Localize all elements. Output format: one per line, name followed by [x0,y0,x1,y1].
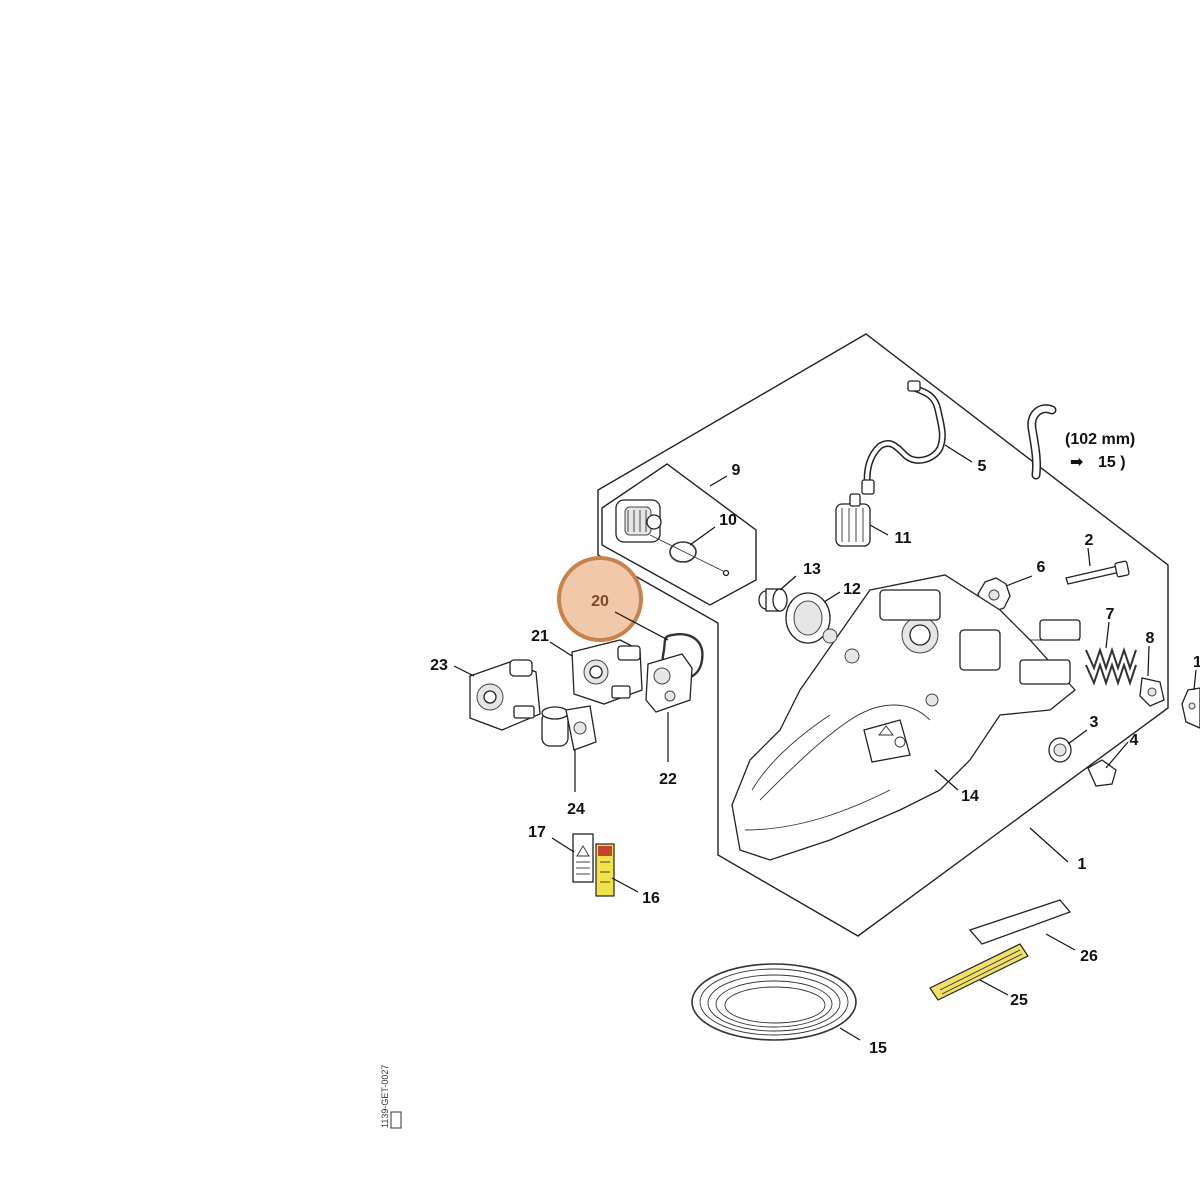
callout-4[interactable]: 4 [1130,732,1139,749]
yellow-label-part [595,843,615,897]
callout-3[interactable]: 3 [1090,714,1099,731]
callout-12[interactable]: 12 [843,581,861,598]
drawing-id: 1139-GET-0027 [380,1065,402,1129]
callout-26[interactable]: 26 [1080,948,1098,965]
callout-16[interactable]: 16 [642,890,660,907]
main-housing-part [731,574,1081,861]
callout-7[interactable]: 7 [1106,606,1115,623]
cap-part [1087,759,1117,787]
callout-14[interactable]: 14 [961,788,979,805]
callout-22[interactable]: 22 [659,771,677,788]
cover-part [785,592,831,644]
drawing-id-box [390,1111,402,1129]
spring-part [1085,646,1137,687]
callout-23[interactable]: 23 [430,657,448,674]
fuel-filter-part [835,493,871,547]
flange-part [645,653,693,713]
callout-20: 20 [591,593,609,610]
highlight-marker[interactable]: 20 [557,556,669,642]
callout-15[interactable]: 15 [869,1040,887,1057]
callout-10[interactable]: 10 [719,512,737,529]
hose-note: (102 mm) ➡ 15 ) [1065,431,1135,471]
fuel-pump-group-frame [601,463,757,606]
callout-25[interactable]: 25 [1010,992,1028,1009]
sleeve-part [758,588,788,612]
callout-5[interactable]: 5 [978,458,987,475]
housing-group-frame [597,333,1169,937]
hose-102mm-part [1027,404,1057,480]
callout-21[interactable]: 21 [531,628,549,645]
callout-11[interactable]: 11 [895,530,912,547]
stop-part [1139,677,1165,707]
drawing-id-text: 1139-GET-0027 [380,1065,390,1128]
coil-part [691,963,857,1041]
callout-numbers: 1 2 3 4 5 6 7 8 9 10 11 12 13 14 15 16 1… [430,458,1200,1057]
callout-9[interactable]: 9 [732,462,741,479]
warning-label-part [572,833,594,883]
hose-length-text: (102 mm) [1065,431,1135,448]
callout-8[interactable]: 8 [1146,630,1155,647]
oil-pump-part [615,499,662,543]
carburetor-alt-part [469,659,541,731]
callout-17[interactable]: 17 [528,824,546,841]
callout-24[interactable]: 24 [567,801,585,818]
callout-1[interactable]: 1 [1078,856,1087,873]
yellow-strip-part [929,943,1029,1001]
bracket-part [1181,687,1200,729]
leader-lines [453,444,1197,1041]
bolt-part [1065,560,1130,585]
hose-ref-text: 15 ) [1098,454,1126,471]
manifold-part [541,705,597,751]
callout-6[interactable]: 6 [1037,559,1046,576]
carburetor-part [571,639,643,705]
white-strip-part [968,899,1072,945]
fuel-hose-part [861,380,946,495]
grommet-part [1048,737,1072,763]
callout-18[interactable]: 18 [1193,654,1200,671]
oring-part [649,534,730,577]
callout-2[interactable]: 2 [1085,532,1094,549]
arrow-icon: ➡ [1070,454,1083,471]
callout-13[interactable]: 13 [803,561,821,578]
